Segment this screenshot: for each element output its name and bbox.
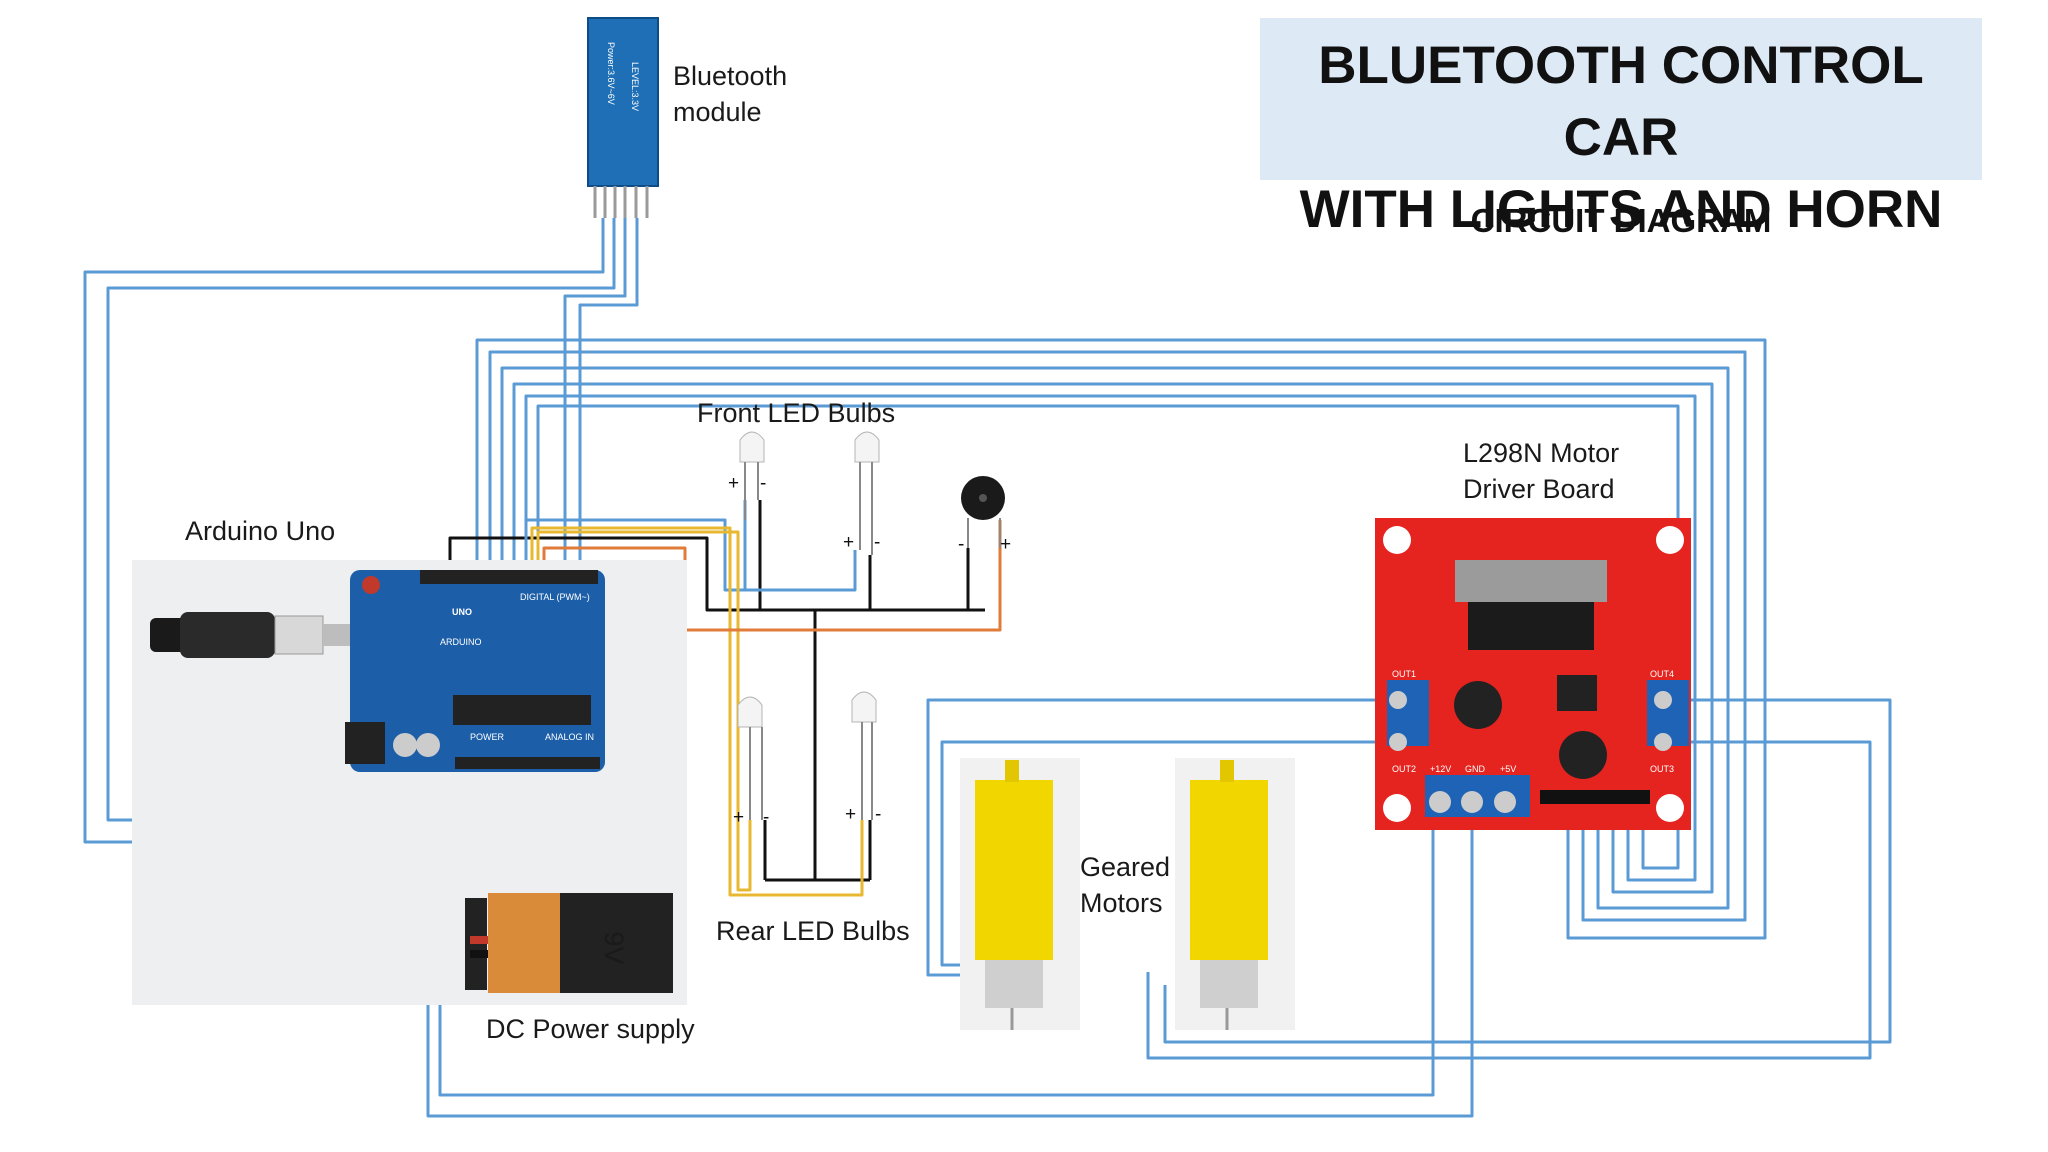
driver-label-2: Driver Board — [1463, 474, 1615, 504]
l298n-gnd: GND — [1465, 764, 1486, 774]
led-front-right-icon — [854, 431, 880, 555]
buzzer-plus: + — [1000, 534, 1011, 555]
bluetooth-label-1: Bluetooth — [673, 61, 787, 91]
l298n-out4: OUT4 — [1650, 669, 1674, 679]
arduino-power-label: POWER — [470, 732, 505, 742]
power-supply-label: DC Power supply — [486, 1014, 695, 1044]
bluetooth-module: Power:3.6V~6V LEVEL:3.3V — [587, 17, 659, 218]
front-right-minus: - — [874, 532, 880, 553]
motor-wires — [926, 698, 1892, 1060]
title-line-1: BLUETOOTH CONTROL CAR — [1318, 36, 1924, 167]
front-left-minus: - — [760, 473, 766, 494]
geared-motor-right-icon — [1175, 758, 1295, 1030]
title-background — [1260, 18, 1982, 180]
arduino-digital-label: DIGITAL (PWM~) — [520, 592, 590, 602]
buzzer-icon — [961, 476, 1005, 548]
arduino-label: Arduino Uno — [185, 516, 335, 546]
page-subtitle: CIRCUIT DIAGRAM — [1470, 202, 1772, 239]
rear-left-plus: + — [733, 807, 744, 828]
title-line-2: WITH LIGHTS AND HORN — [1299, 180, 1943, 239]
l298n-out2: OUT2 — [1392, 764, 1416, 774]
geared-label-1: Geared — [1080, 852, 1170, 882]
ground-wires — [448, 500, 985, 882]
usb-cable-icon — [150, 612, 351, 658]
l298n-out3: OUT3 — [1650, 764, 1674, 774]
rear-left-minus: - — [763, 807, 769, 828]
arduino-brand: ARDUINO — [440, 637, 482, 647]
buzzer-minus: - — [958, 534, 964, 555]
arduino-model: UNO — [452, 607, 472, 617]
led-rear-left-icon — [737, 696, 763, 820]
front-right-plus: + — [843, 532, 854, 553]
bluetooth-print-2: LEVEL:3.3V — [630, 62, 640, 111]
polarity-marks: + - + - - + + - + - — [728, 473, 1011, 828]
l298n-board-icon: OUT1 OUT2 OUT3 OUT4 +12V GND +5V — [1375, 518, 1691, 830]
bluetooth-pins — [593, 186, 649, 218]
l298n-out1: OUT1 — [1392, 669, 1416, 679]
front-leds-label: Front LED Bulbs — [697, 398, 895, 428]
geared-label-2: Motors — [1080, 888, 1163, 918]
arduino-uno-icon: UNO ARDUINO DIGITAL (PWM~) POWER ANALOG … — [345, 570, 605, 772]
led-rear-right-icon — [851, 691, 877, 820]
bluetooth-label-2: module — [673, 97, 762, 127]
component-labels: Bluetooth module Arduino Uno Front LED B… — [185, 61, 1619, 1044]
l298n-12v: +12V — [1430, 764, 1451, 774]
geared-motor-left-icon — [960, 758, 1080, 1030]
front-left-plus: + — [728, 473, 739, 494]
page-title: BLUETOOTH CONTROL CAR WITH LIGHTS AND HO… — [1260, 30, 1982, 246]
bluetooth-print-1: Power:3.6V~6V — [606, 42, 616, 105]
led-front-left-icon — [739, 431, 765, 520]
driver-label-1: L298N Motor — [1463, 438, 1619, 468]
rear-right-minus: - — [875, 804, 881, 825]
rear-right-plus: + — [845, 804, 856, 825]
l298n-5v: +5V — [1500, 764, 1516, 774]
rear-leds-label: Rear LED Bulbs — [716, 916, 910, 946]
battery-9v-icon: 9V — [465, 893, 673, 993]
battery-voltage: 9V — [599, 931, 629, 964]
arduino-analog-label: ANALOG IN — [545, 732, 594, 742]
